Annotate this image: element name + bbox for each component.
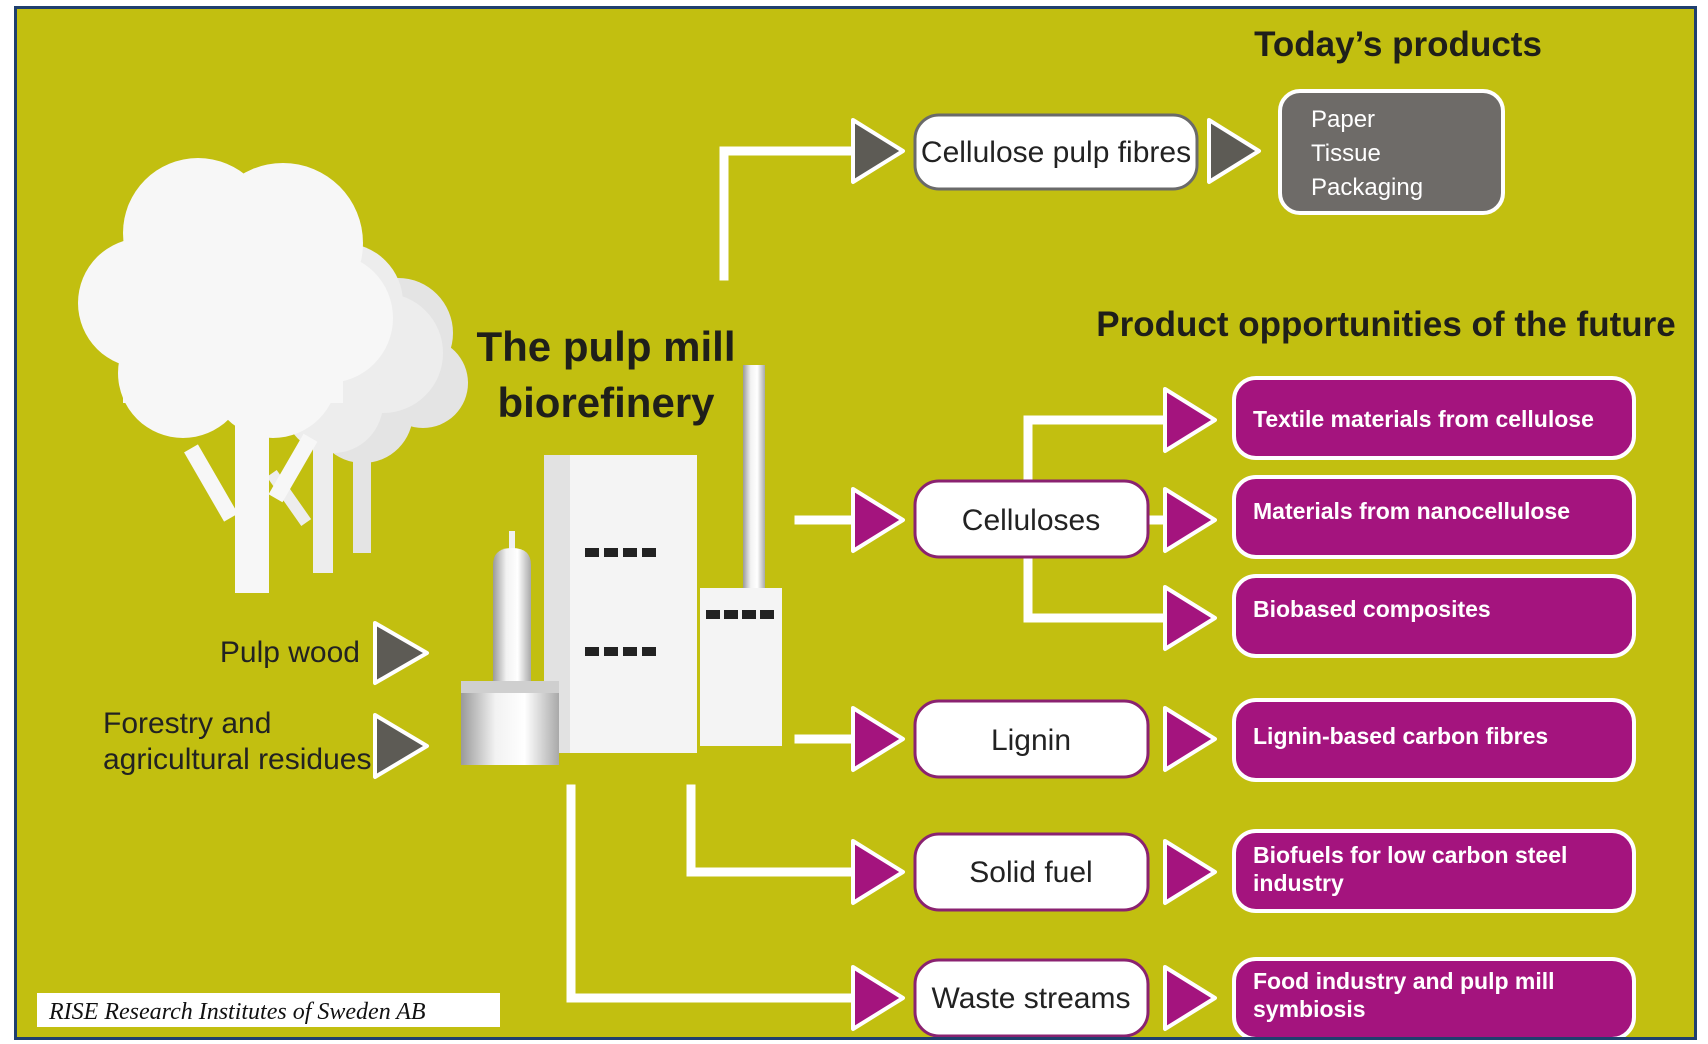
stream-cellulose-pulp-fibres: Cellulose pulp fibres [913,113,1199,191]
arrow-composites-icon [1163,585,1217,651]
product-nanocellulose: Materials from nanocellulose [1232,475,1636,559]
arrow-nanocellulose-icon [1163,487,1217,553]
product-food-label-line1: Food industry and pulp mill [1253,968,1555,994]
product-food-label-line2: symbiosis [1253,996,1366,1022]
product-carbon-fibres-label: Lignin-based carbon fibres [1253,723,1548,749]
stream-waste-streams: Waste streams [913,958,1150,1037]
residues-arrow-icon [373,713,429,779]
input-residues: Forestry and agricultural residues [103,707,429,779]
residues-label-line1: Forestry and [103,707,271,740]
pulp-wood-arrow-icon [373,621,429,685]
arrow-cellulose-pulp-fibres-icon [851,118,905,184]
arrow-carbon-fibres-icon [1163,706,1217,772]
connector-cellulose-pulp-fibres [719,146,856,281]
stream-lignin-label: Lignin [991,724,1071,757]
pulp-wood-label: Pulp wood [220,636,360,669]
connector-waste-streams [566,784,856,1003]
future-products-header: Product opportunities of the future [1096,305,1675,344]
product-biofuels: Biofuels for low carbon steel industry [1232,829,1636,913]
stream-solid-fuel-label: Solid fuel [969,856,1092,889]
diagram-canvas: Pulp wood Forestry and agricultural resi… [14,6,1697,1040]
product-biofuels-label-line1: Biofuels for low carbon steel [1253,842,1567,868]
arrow-todays-products-icon [1207,118,1261,184]
stream-solid-fuel: Solid fuel [913,832,1150,912]
arrow-food-icon [1163,965,1217,1031]
arrow-textile-icon [1163,387,1217,453]
biorefinery-diagram: Pulp wood Forestry and agricultural resi… [37,25,1676,1037]
mill-title: The pulp mill biorefinery [477,323,736,426]
trees-illustration [78,158,468,593]
product-composites-label: Biobased composites [1253,596,1491,622]
todays-product-tissue: Tissue [1311,140,1381,167]
arrow-lignin-icon [851,706,905,772]
credit-box: RISE Research Institutes of Sweden AB [37,993,500,1027]
arrow-waste-streams-icon [851,965,905,1031]
product-textile: Textile materials from cellulose [1232,376,1636,460]
mill-title-line1: The pulp mill [477,323,736,370]
connector-solid-fuel [686,784,856,877]
todays-products-header: Today’s products [1254,25,1542,64]
input-pulp-wood: Pulp wood [220,621,429,685]
stream-celluloses-label: Celluloses [962,504,1100,537]
product-carbon-fibres: Lignin-based carbon fibres [1232,698,1636,782]
product-nanocellulose-label: Materials from nanocellulose [1253,498,1570,524]
product-biofuels-label-line2: industry [1253,870,1344,896]
stream-waste-streams-label: Waste streams [932,982,1131,1015]
stream-cellulose-pulp-fibres-label: Cellulose pulp fibres [921,136,1191,169]
todays-product-packaging: Packaging [1311,174,1423,201]
factory-illustration [461,365,782,765]
arrow-biofuels-icon [1163,839,1217,905]
product-composites: Biobased composites [1232,574,1636,658]
todays-product-paper: Paper [1311,106,1375,133]
product-textile-label: Textile materials from cellulose [1253,406,1594,432]
todays-products-box: Paper Tissue Packaging [1278,89,1505,215]
credit-text: RISE Research Institutes of Sweden AB [48,999,426,1025]
arrow-solid-fuel-icon [851,839,905,905]
residues-label-line2: agricultural residues [103,743,371,776]
mill-title-line2: biorefinery [497,379,715,426]
stream-celluloses: Celluloses [913,479,1150,559]
stream-lignin: Lignin [913,699,1150,779]
arrow-celluloses-icon [851,487,905,553]
product-food: Food industry and pulp mill symbiosis [1232,957,1636,1037]
